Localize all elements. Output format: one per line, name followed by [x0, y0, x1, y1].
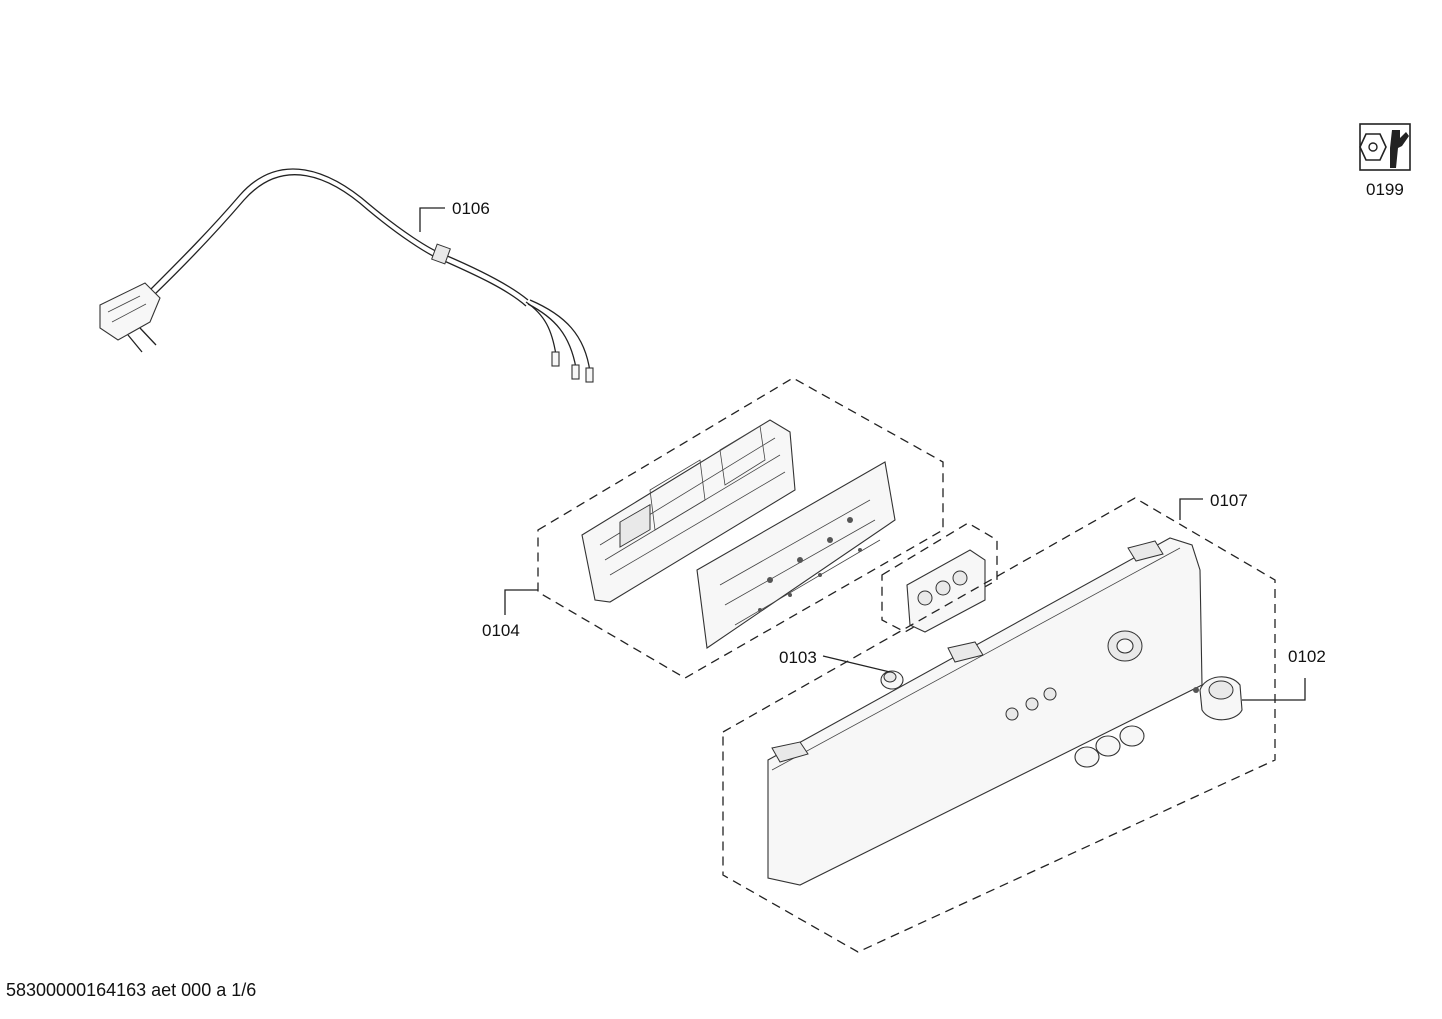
fascia-panel: [767, 537, 1203, 886]
document-id: 58300000164163 aet 000 a 1/6: [6, 980, 257, 1000]
switch-group-outline: [881, 522, 998, 633]
leader-0102: [1242, 678, 1306, 701]
fascia-group-outline: [722, 497, 1276, 953]
leader-0104: [504, 589, 538, 615]
part-number-0103: 0103: [779, 648, 817, 667]
part-number-0199: 0199: [1366, 180, 1404, 199]
power-cable-part: [99, 168, 594, 383]
wrench-nut-icon: [1359, 123, 1411, 171]
rotary-knob: [1193, 676, 1243, 721]
control-module-housing: [581, 419, 796, 603]
part-number-0104: 0104: [482, 621, 520, 640]
selector-switch-block: [906, 549, 986, 633]
part-number-0107: 0107: [1210, 491, 1248, 510]
part-number-0106: 0106: [452, 199, 490, 218]
leader-0106: [419, 207, 445, 232]
push-button-knob: [880, 670, 904, 690]
part-number-0102: 0102: [1288, 647, 1326, 666]
leader-0107: [1179, 498, 1203, 520]
circuit-board: [696, 461, 896, 649]
leader-0103: [822, 655, 891, 673]
